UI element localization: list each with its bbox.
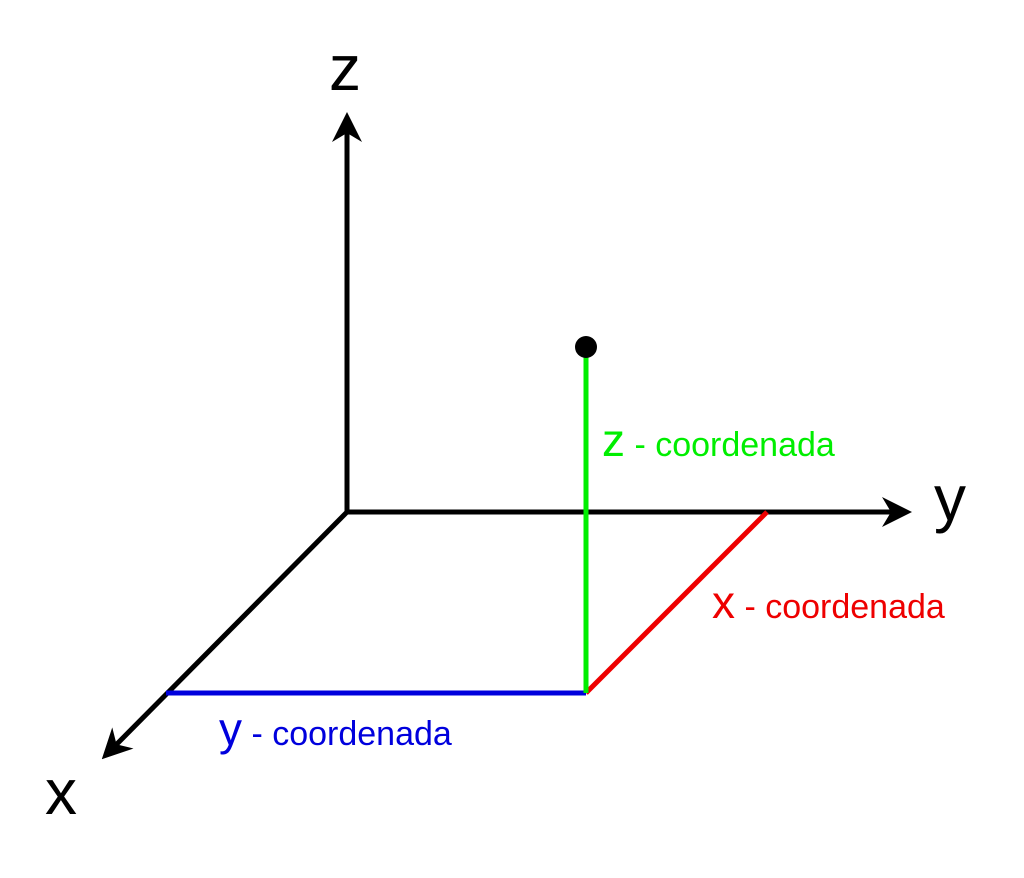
x-coordinate-letter: x — [712, 576, 735, 628]
z-axis-label: z — [329, 32, 361, 104]
y-axis-label: y — [934, 462, 966, 534]
point-marker — [575, 336, 597, 358]
y-coordinate-suffix: - coordenada — [242, 715, 452, 753]
z-coordinate-label: z - coordenada — [602, 414, 835, 466]
x-coordinate-suffix: - coordenada — [735, 588, 945, 626]
x-coordinate-label: x - coordenada — [712, 576, 945, 628]
y-coordinate-letter: y — [219, 703, 242, 755]
x-axis — [101, 510, 349, 760]
z-coordinate-suffix: - coordenada — [625, 426, 835, 464]
z-coordinate-letter: z — [602, 414, 625, 466]
x-coordinate-line — [584, 510, 769, 695]
y-coordinate-label: y - coordenada — [219, 703, 452, 755]
x-axis-label: x — [45, 756, 77, 828]
